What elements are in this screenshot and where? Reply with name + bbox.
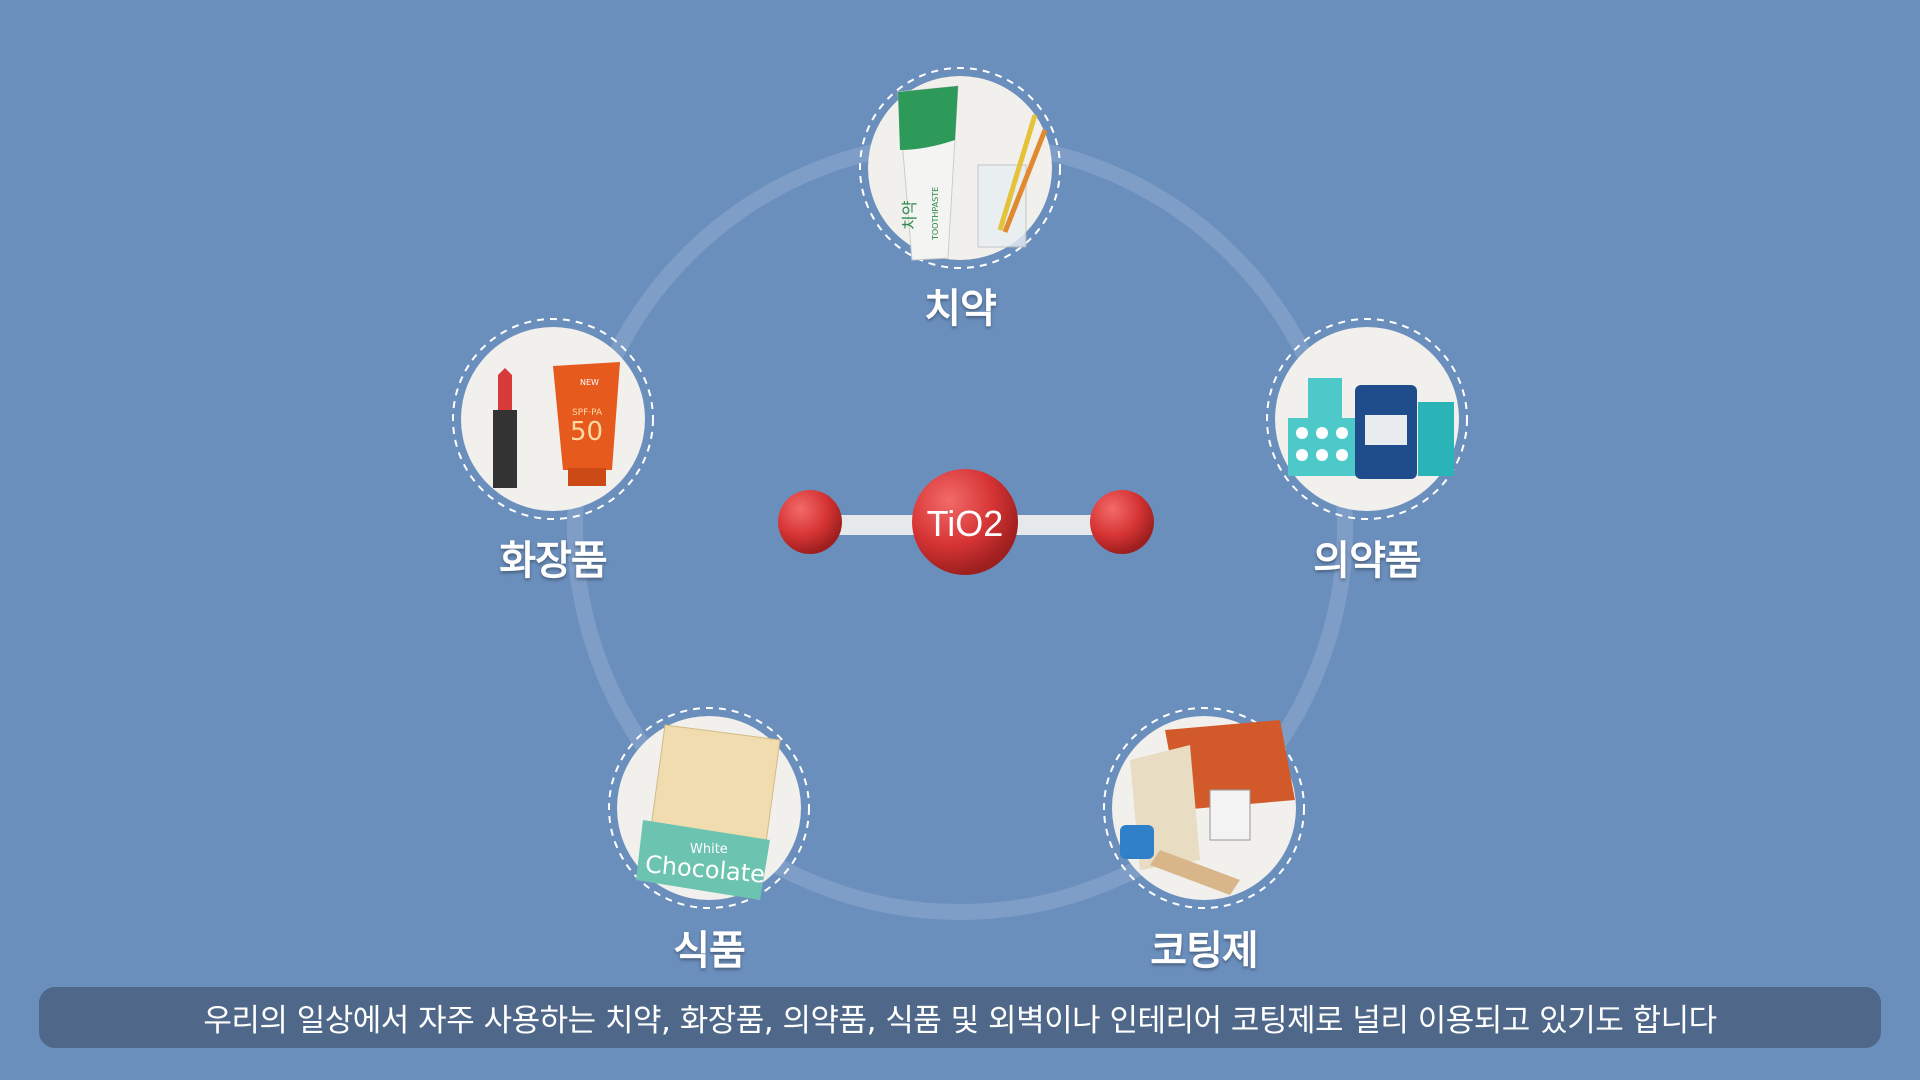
svg-text:SPF·PA: SPF·PA xyxy=(572,408,603,418)
formula-label: TiO2 xyxy=(927,503,1004,544)
item-label-toothpaste: 치약 xyxy=(924,286,997,332)
svg-text:NEW: NEW xyxy=(580,378,599,387)
svg-text:치약: 치약 xyxy=(900,200,919,230)
svg-text:White: White xyxy=(690,842,728,857)
titanium-atom xyxy=(912,469,1018,575)
coating-materials-icon xyxy=(1103,707,1305,909)
oxygen-atom-right xyxy=(1090,490,1154,554)
cosmetics-icon: NEW SPF·PA 50 xyxy=(452,318,654,520)
subtitle-bar: 우리의 일상에서 자주 사용하는 치약, 화장품, 의약품, 식품 및 외벽이나… xyxy=(39,987,1881,1048)
item-label-food: 식품 xyxy=(673,928,746,974)
chocolate-icon: White Chocolate xyxy=(608,707,810,909)
toothpaste-icon: 치약 TOOTHPASTE xyxy=(859,67,1061,269)
oxygen-atom-left xyxy=(778,490,842,554)
item-label-coating: 코팅제 xyxy=(1150,928,1258,974)
medicine-icon xyxy=(1266,318,1468,520)
item-label-medicine: 의약품 xyxy=(1313,538,1421,584)
subtitle-text: 우리의 일상에서 자주 사용하는 치약, 화장품, 의약품, 식품 및 외벽이나… xyxy=(203,1003,1717,1039)
svg-text:50: 50 xyxy=(570,417,603,447)
svg-text:TOOTHPASTE: TOOTHPASTE xyxy=(931,187,940,241)
item-label-cosmetics: 화장품 xyxy=(499,538,607,584)
tio2-molecule: TiO2 xyxy=(778,469,1154,575)
